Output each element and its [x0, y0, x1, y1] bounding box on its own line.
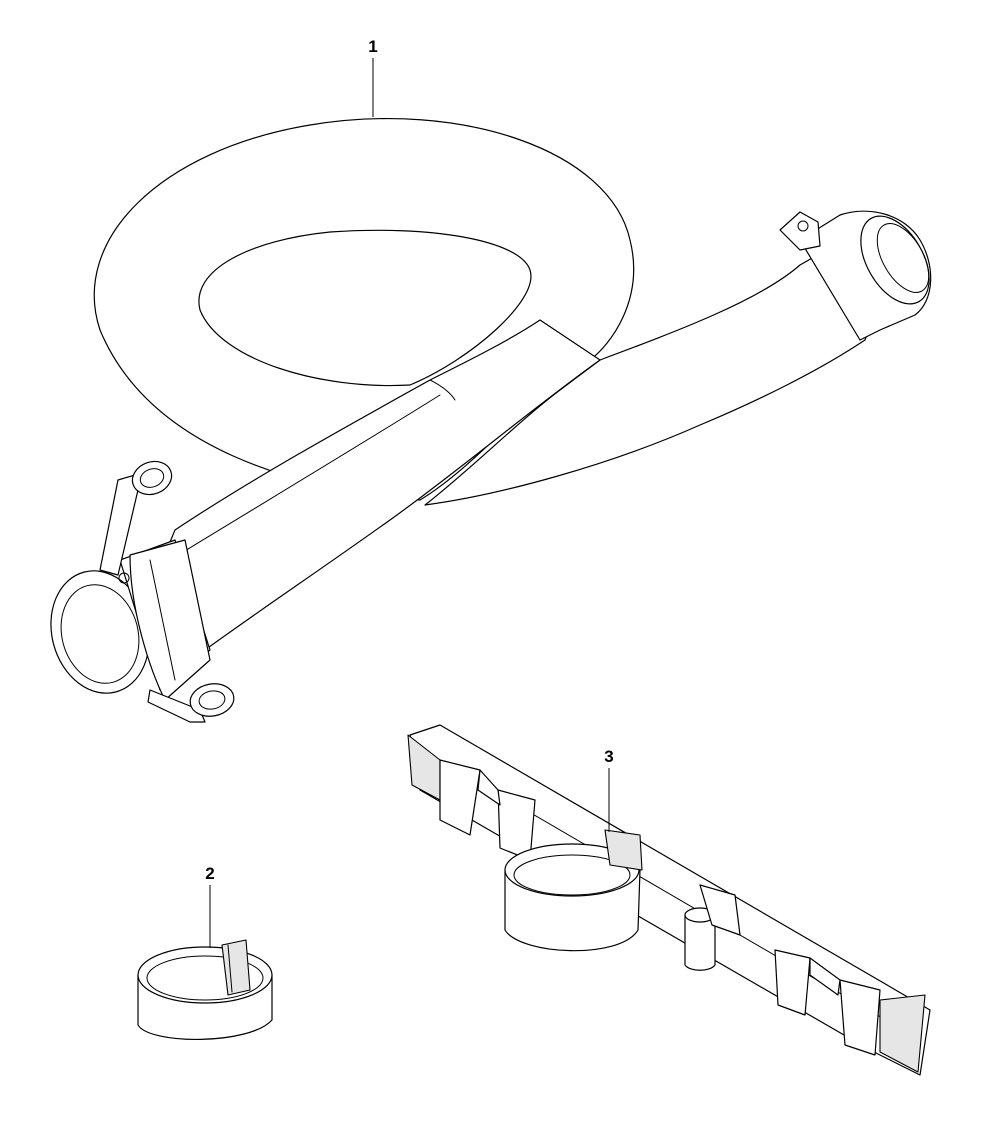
- callout-1-label: 1: [368, 37, 377, 56]
- hose-assembly[interactable]: [38, 118, 944, 723]
- hose-left-leg: [149, 319, 601, 651]
- callout-3-label: 3: [604, 747, 613, 766]
- bracket-assembly[interactable]: [407, 724, 931, 1076]
- hose-right-leg: [424, 244, 881, 506]
- bracket-tube: [684, 914, 716, 971]
- bracket-clip-3: [774, 949, 811, 1016]
- callout-2-label: 2: [205, 864, 214, 883]
- hose-loop-inner: [198, 229, 532, 387]
- small-clamp[interactable]: [137, 939, 273, 1041]
- bracket-clip-4: [839, 979, 881, 1056]
- bracket-clip-1: [439, 759, 481, 836]
